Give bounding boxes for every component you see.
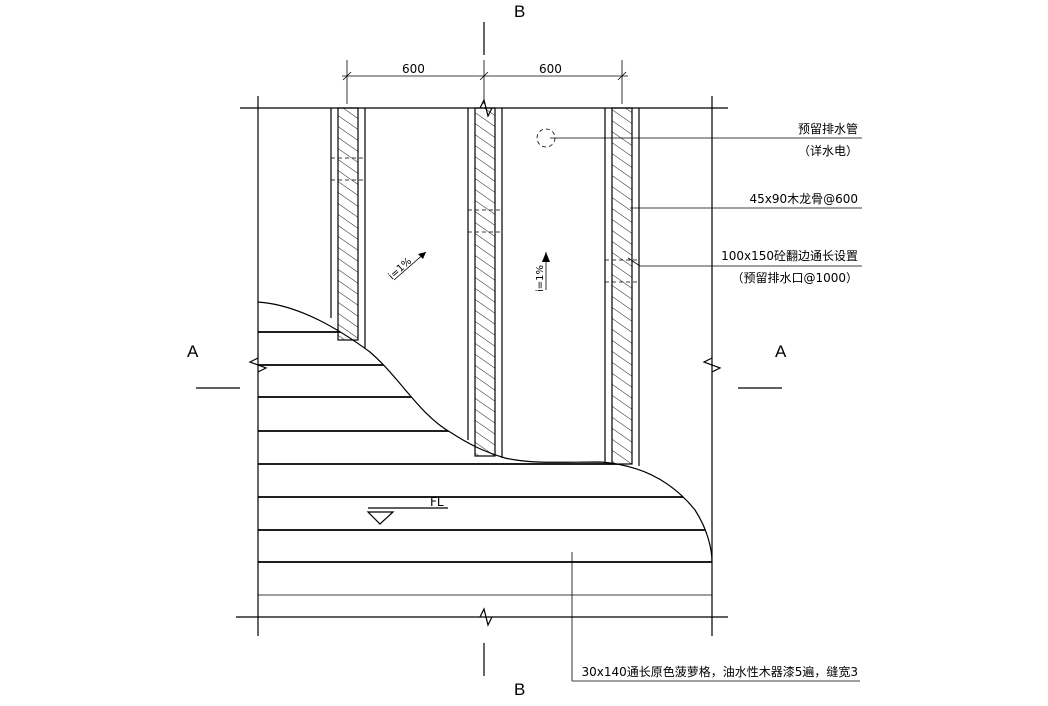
section-b-top: B	[514, 2, 525, 21]
floor-level-mark	[366, 507, 448, 525]
section-a-left: A	[187, 342, 199, 361]
break-curve	[257, 301, 713, 563]
break-mark-right	[702, 357, 722, 373]
dimension-right: 600	[539, 62, 562, 76]
note-curb: 100x150砼翻边通长设置	[721, 249, 858, 263]
joists	[330, 107, 640, 466]
slope-arrow-right-icon	[542, 252, 550, 262]
break-mark-bottom	[479, 607, 493, 627]
slope-label-right: i=1%	[535, 265, 546, 292]
section-a-right: A	[775, 342, 787, 361]
joist-middle	[474, 107, 496, 457]
slope-label-left: i=1%	[387, 256, 414, 282]
note-decking: 30x140通长原色菠萝格，油水性木器漆5遍，缝宽3	[581, 664, 858, 679]
note-drain-pipe-ref: （详水电）	[798, 143, 858, 158]
leader-lines	[550, 137, 862, 682]
note-joist: 45x90木龙骨@600	[749, 192, 858, 206]
dimension-left: 600	[402, 62, 425, 76]
floor-level-label: FL	[430, 495, 444, 509]
section-lines	[196, 22, 782, 676]
joist-right	[611, 107, 633, 465]
slope-arrow-left-icon	[418, 252, 426, 259]
note-drain-pipe: 预留排水管	[798, 121, 858, 136]
slope-arrows	[393, 251, 550, 290]
section-b-bottom: B	[514, 680, 525, 699]
dimension-line	[342, 60, 628, 104]
joist-left	[337, 107, 359, 341]
note-curb-outlet: （预留排水口@1000）	[731, 271, 858, 285]
